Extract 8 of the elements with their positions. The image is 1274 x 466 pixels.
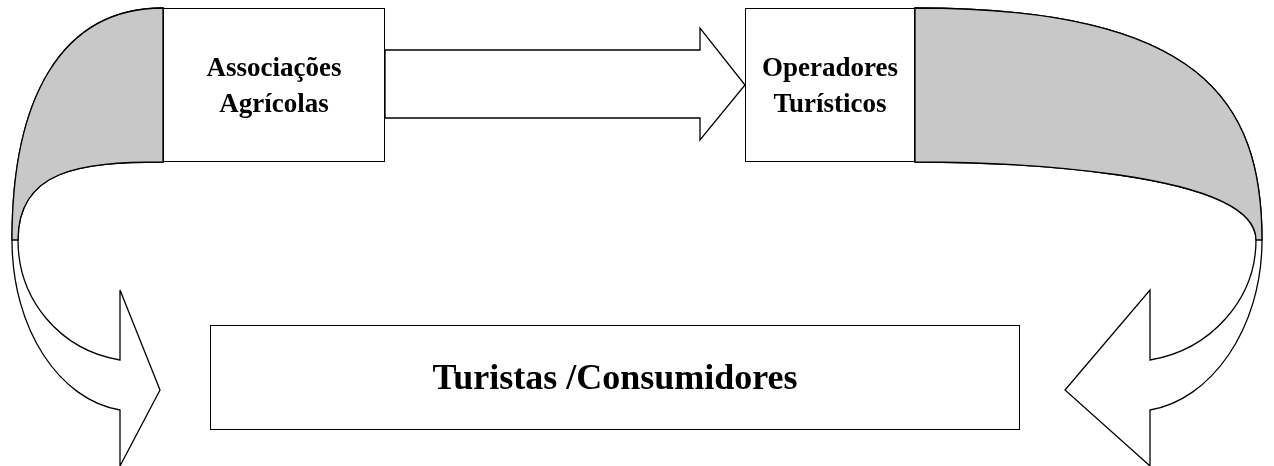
block-arrow <box>11 7 164 466</box>
box-label: Associações Agrícolas <box>205 50 343 120</box>
block-arrow <box>384 26 746 142</box>
process-box <box>210 325 1020 430</box>
process-box <box>163 8 385 162</box>
box-label: Operadores Turísticos <box>761 50 899 120</box>
process-box <box>745 8 915 162</box>
box-label: Turistas /Consumidores <box>432 356 798 400</box>
